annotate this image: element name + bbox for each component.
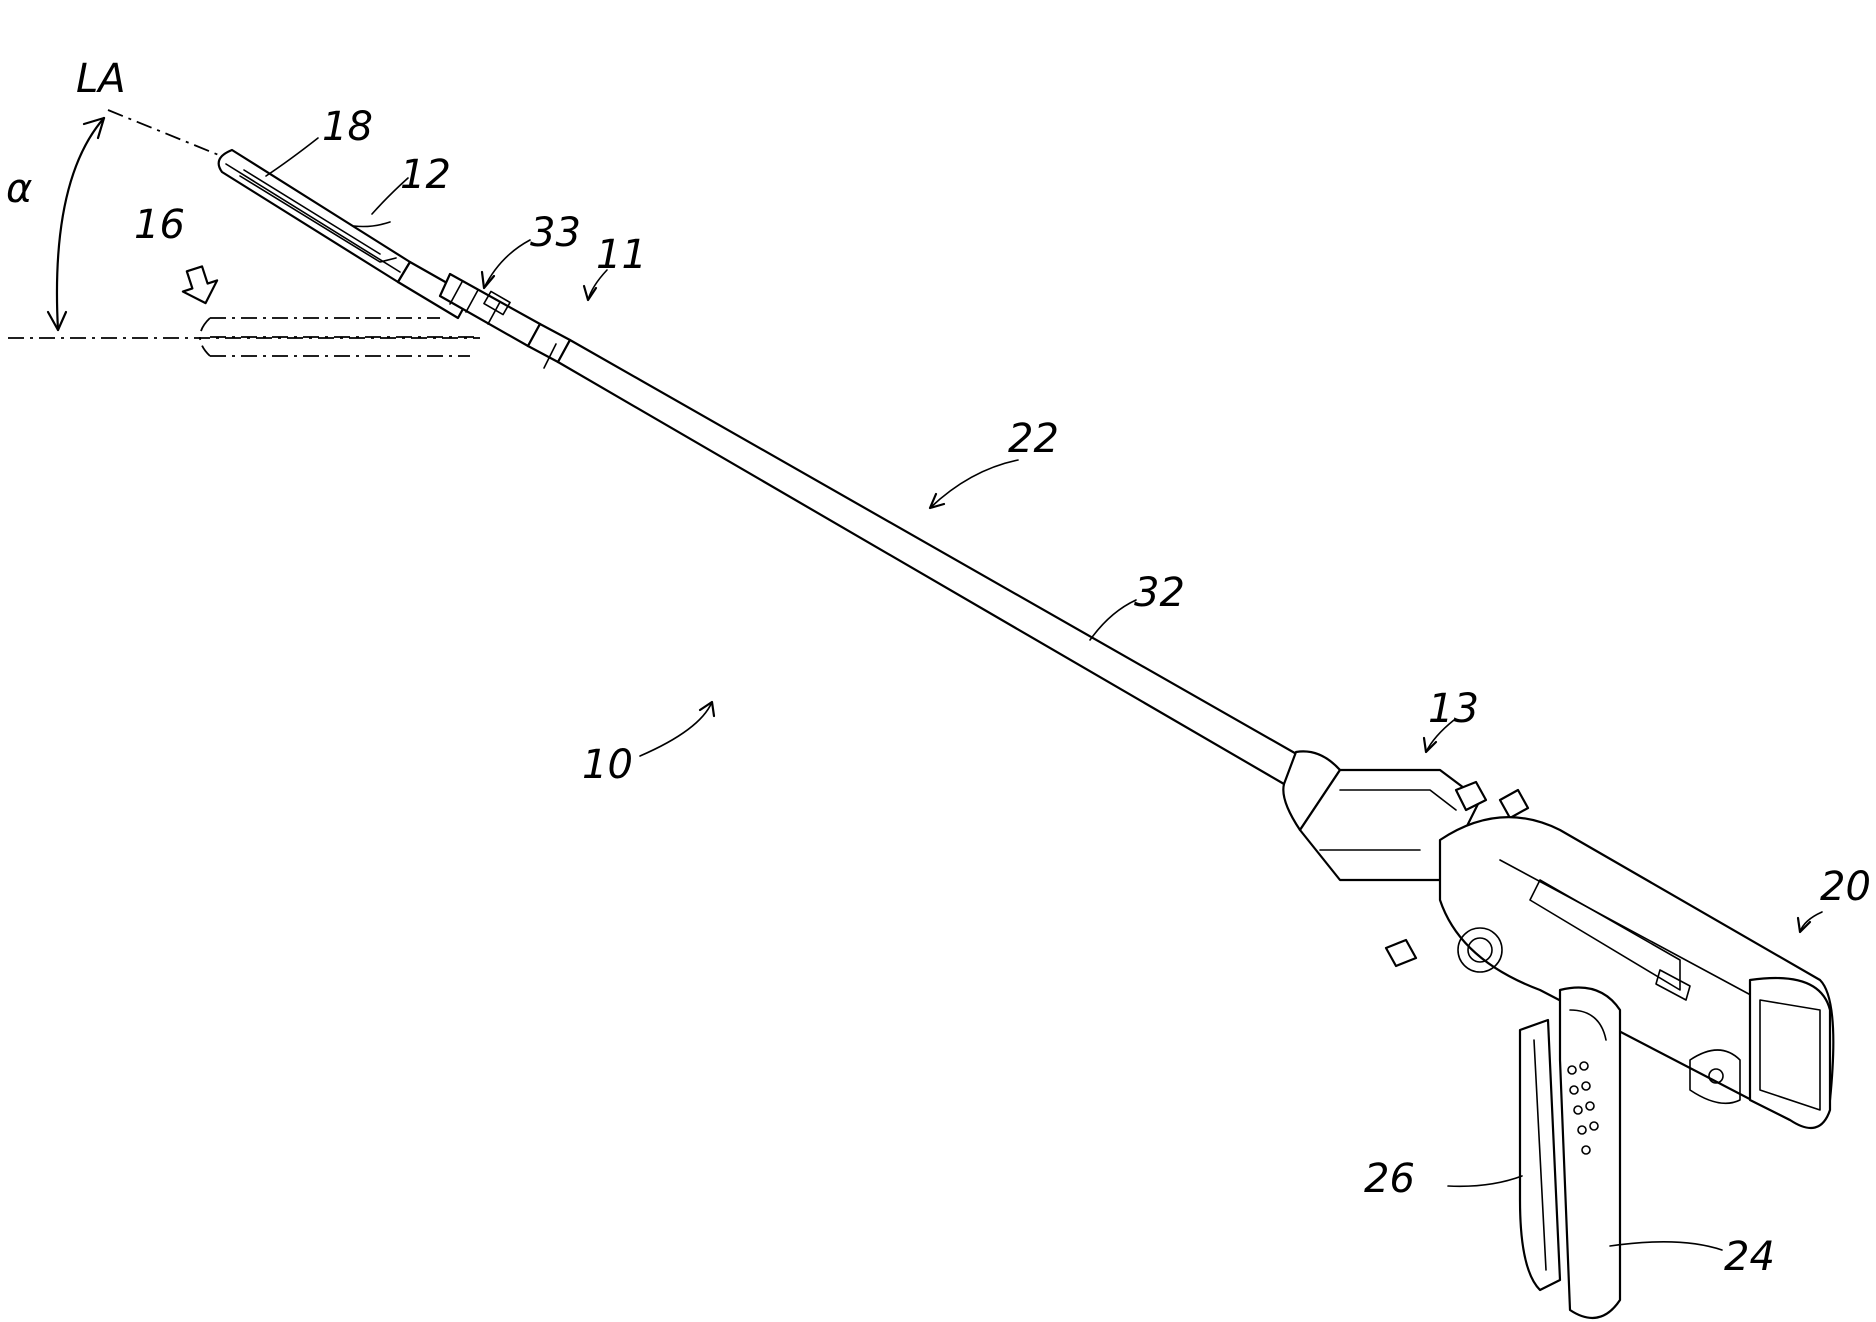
- shaft: [544, 340, 1300, 784]
- angle-arc: [48, 118, 104, 330]
- label-10: 10: [582, 742, 633, 788]
- axis-lines: [8, 110, 480, 356]
- articulation-joint: [398, 262, 570, 362]
- articulation-arrow-icon: [177, 263, 222, 308]
- label-12: 12: [400, 152, 451, 198]
- label-13: 13: [1428, 686, 1479, 732]
- label-alpha: α: [6, 166, 32, 212]
- label-24: 24: [1724, 1234, 1775, 1280]
- label-11: 11: [596, 232, 647, 278]
- handle-assembly: [1283, 751, 1833, 1318]
- label-32: 32: [1134, 570, 1185, 616]
- label-22: 22: [1008, 416, 1059, 462]
- label-16: 16: [134, 202, 185, 248]
- label-18: 18: [322, 104, 373, 150]
- label-la: LA: [76, 56, 126, 102]
- label-26: 26: [1364, 1156, 1415, 1202]
- end-effector: [219, 150, 410, 282]
- label-20: 20: [1820, 864, 1871, 910]
- label-33: 33: [530, 210, 581, 256]
